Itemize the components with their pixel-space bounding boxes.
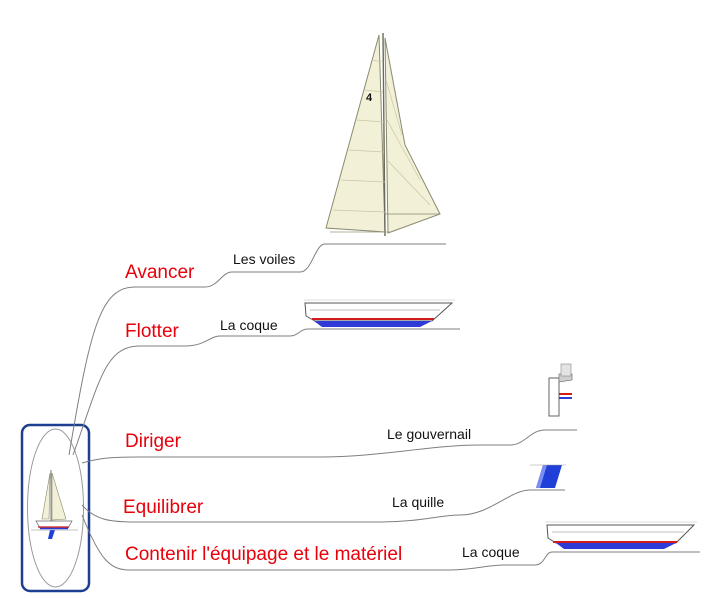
part-label-gouvernail[interactable]: Le gouvernail <box>387 426 472 442</box>
connector-avancer <box>68 243 446 456</box>
central-node[interactable] <box>20 423 91 593</box>
connector-diriger <box>81 429 577 464</box>
connector-contenir <box>81 514 700 571</box>
sails-image: 4 <box>325 32 441 237</box>
part-label-coque-contenir[interactable]: La coque <box>462 544 520 560</box>
rudder-image <box>548 363 573 417</box>
function-label-equilibrer[interactable]: Equilibrer <box>123 497 204 518</box>
function-label-contenir[interactable]: Contenir l'équipage et le matériel <box>125 544 403 565</box>
connectors <box>68 243 700 571</box>
part-label-coque-flotter[interactable]: La coque <box>220 317 278 333</box>
function-label-diriger[interactable]: Diriger <box>125 431 181 452</box>
hull-image-contenir <box>545 521 697 549</box>
function-label-avancer[interactable]: Avancer <box>125 262 195 283</box>
part-label-quille[interactable]: La quille <box>392 494 445 510</box>
connector-flotter <box>72 328 460 456</box>
part-label-voiles[interactable]: Les voiles <box>233 251 296 267</box>
node-ellipse <box>27 428 84 588</box>
keel-image <box>530 464 566 488</box>
connector-equilibrer <box>81 489 565 523</box>
svg-text:4: 4 <box>366 92 373 104</box>
hull-image-flotter <box>304 299 455 327</box>
function-label-flotter[interactable]: Flotter <box>125 321 179 342</box>
central-sailboat-icon <box>31 470 78 539</box>
